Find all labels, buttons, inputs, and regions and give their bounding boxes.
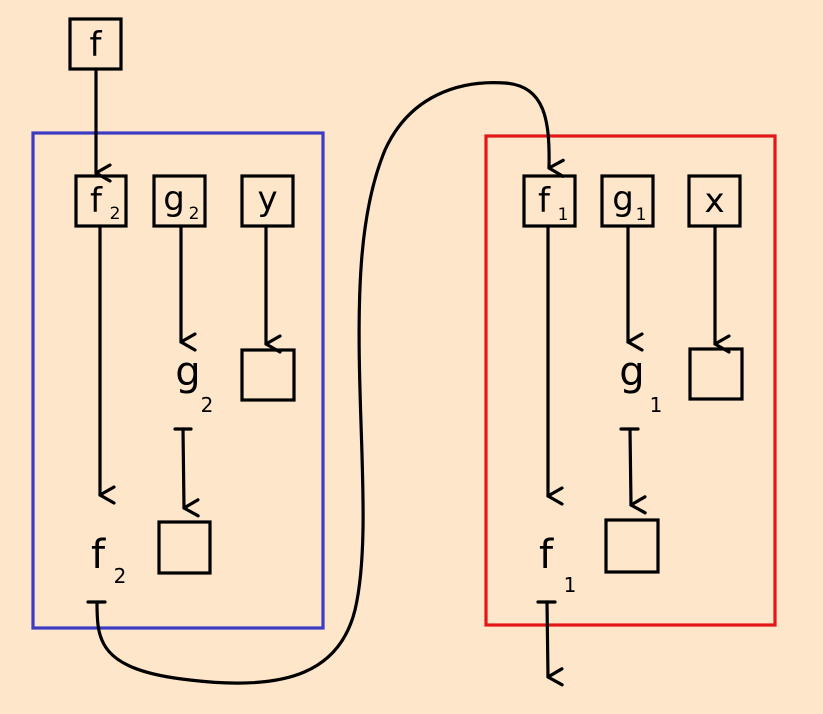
right-output-f1: f 1 bbox=[539, 532, 576, 597]
right-output-g1: g 1 bbox=[619, 349, 662, 417]
svg-text:1: 1 bbox=[564, 573, 577, 597]
connector-f2-to-f1 bbox=[95, 81, 565, 685]
svg-text:1: 1 bbox=[636, 205, 647, 225]
left-mapsto-arrow-g2 bbox=[181, 427, 200, 518]
svg-text:g: g bbox=[619, 349, 644, 395]
left-output-g2: g 2 bbox=[175, 349, 213, 417]
svg-text:g: g bbox=[175, 349, 200, 395]
left-empty-box-1 bbox=[240, 348, 296, 402]
right-empty-box-1 bbox=[688, 347, 744, 401]
right-group-frame bbox=[484, 134, 777, 627]
svg-text:f: f bbox=[90, 181, 103, 221]
right-input-g1: g 1 bbox=[600, 174, 655, 228]
right-arrow-f1-out bbox=[545, 600, 564, 687]
left-input-g2: g 2 bbox=[152, 174, 207, 228]
svg-text:1: 1 bbox=[558, 205, 569, 225]
svg-text:f: f bbox=[90, 25, 103, 65]
svg-text:g: g bbox=[612, 179, 634, 219]
right-input-x: x bbox=[687, 174, 742, 228]
svg-text:f: f bbox=[539, 532, 554, 578]
left-input-y: y bbox=[240, 174, 295, 228]
svg-text:2: 2 bbox=[114, 564, 127, 588]
svg-text:g: g bbox=[163, 179, 185, 219]
left-empty-box-2 bbox=[157, 520, 212, 575]
right-mapsto-arrow-g1 bbox=[628, 427, 647, 515]
svg-text:1: 1 bbox=[650, 393, 663, 417]
svg-text:f: f bbox=[538, 181, 551, 221]
svg-text:x: x bbox=[704, 181, 724, 221]
svg-text:2: 2 bbox=[110, 204, 121, 224]
svg-text:f: f bbox=[91, 532, 106, 578]
svg-text:2: 2 bbox=[201, 393, 214, 417]
top-node-f: f bbox=[68, 17, 123, 71]
left-input-f2: f 2 bbox=[74, 174, 128, 228]
right-input-f1: f 1 bbox=[522, 174, 577, 228]
svg-text:y: y bbox=[257, 179, 277, 219]
left-output-f2: f 2 bbox=[91, 532, 126, 588]
right-empty-box-2 bbox=[604, 518, 660, 574]
left-group-frame bbox=[31, 131, 325, 630]
svg-text:2: 2 bbox=[189, 204, 200, 224]
